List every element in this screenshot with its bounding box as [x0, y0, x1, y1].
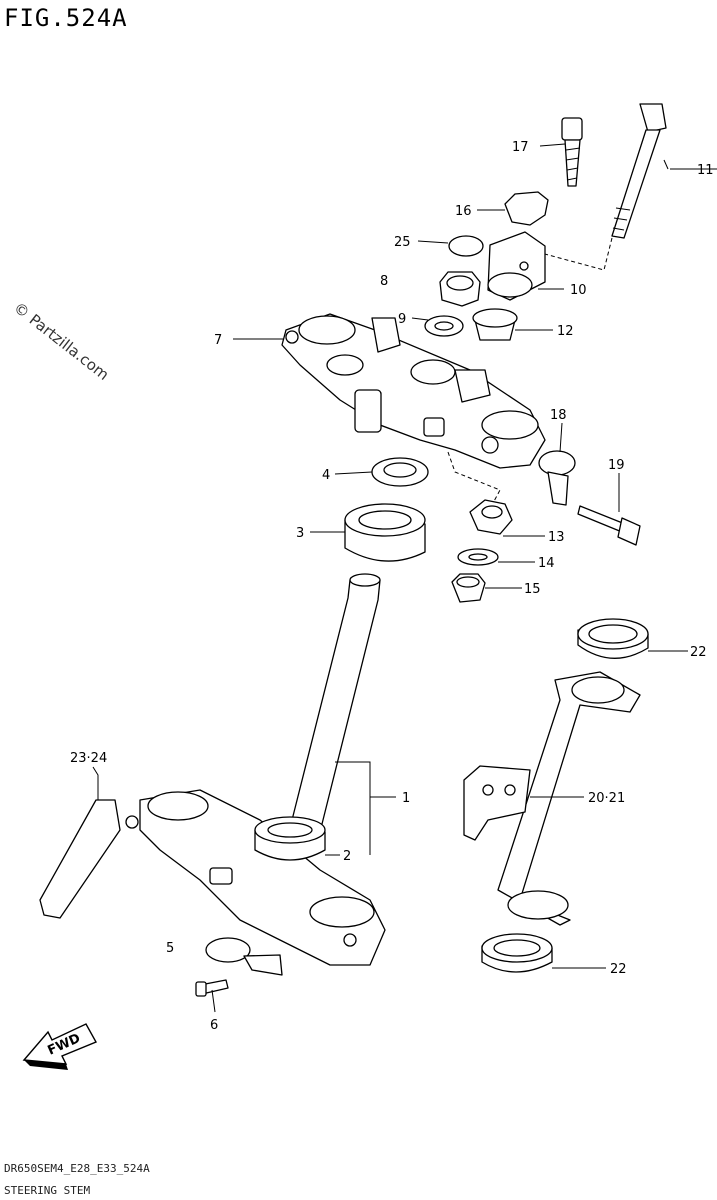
part-22-lower-fork-cap [481, 933, 553, 973]
part-23-24-brake-hose-guide [39, 799, 121, 919]
leader-lines [92, 143, 717, 1013]
callout-16: 16 [455, 204, 472, 219]
part-22-upper-fork-cap [577, 618, 649, 659]
part-9-washer [424, 315, 464, 337]
callout-1: 1 [402, 791, 410, 806]
part-17-bolt [561, 117, 583, 187]
fwd-arrow-icon: FWD [22, 1023, 97, 1070]
part-15-nut [451, 573, 486, 603]
part-1-steering-stem [125, 573, 386, 966]
part-16-handlebar-holder-cap [504, 191, 549, 226]
callout-25: 25 [394, 235, 411, 250]
callout-22-lower: 22 [610, 962, 627, 977]
callout-2: 2 [343, 849, 351, 864]
callout-13: 13 [548, 530, 565, 545]
callout-7: 7 [214, 333, 222, 348]
part-25-cap [448, 235, 484, 257]
part-11-long-bolt [529, 103, 667, 271]
part-12-cushion [472, 308, 518, 341]
callout-5: 5 [166, 941, 174, 956]
part-19-bolt [577, 505, 641, 546]
part-13-damper [447, 451, 513, 535]
part-18-clamp [538, 450, 576, 506]
callout-8: 8 [380, 274, 388, 289]
callout-6: 6 [210, 1018, 218, 1033]
callout-9: 9 [398, 312, 406, 327]
part-8-nut [439, 271, 481, 307]
callout-4: 4 [322, 468, 330, 483]
callout-15: 15 [524, 582, 541, 597]
callout-3: 3 [296, 526, 304, 541]
callout-12: 12 [557, 324, 574, 339]
callout-20-21: 20·21 [588, 791, 625, 806]
part-5-hose-clamp [205, 937, 283, 976]
callout-19: 19 [608, 458, 625, 473]
footer-figure-name: STEERING STEM [4, 1184, 91, 1197]
part-10-handlebar-holder [487, 231, 546, 301]
footer-figure-code: DR650SEM4_E28_E33_524A [4, 1162, 150, 1175]
figure-title: FIG.524A [4, 4, 128, 32]
callout-14: 14 [538, 556, 555, 571]
part-6-bolt [195, 979, 229, 997]
part-14-washer [457, 548, 499, 566]
part-3-bearing [344, 503, 426, 562]
part-4-stem-nut [371, 457, 429, 487]
callout-17: 17 [512, 140, 529, 155]
callout-11: 11 [697, 163, 714, 178]
callout-10: 10 [570, 283, 587, 298]
callout-labels: 11 17 16 25 8 10 9 12 7 18 19 4 3 13 14 … [70, 140, 714, 1033]
part-7-upper-bracket [281, 313, 546, 469]
callout-22-upper: 22 [690, 645, 707, 660]
part-2-seal [254, 816, 326, 861]
part-20-21-headlight-bracket [463, 671, 641, 926]
callout-18: 18 [550, 408, 567, 423]
callout-23-24: 23·24 [70, 751, 107, 766]
